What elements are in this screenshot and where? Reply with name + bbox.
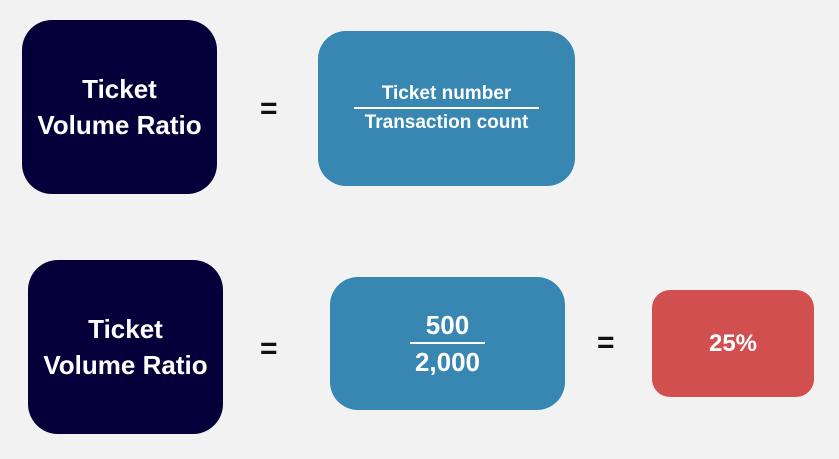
ticket-volume-ratio-box-example: Ticket Volume Ratio [28,260,223,434]
formula-numerator: Ticket number [353,83,540,109]
formula-fraction-box: Ticket number Transaction count [318,31,575,186]
formula-fraction: Ticket number Transaction count [353,83,540,134]
example-fraction: 500 2,000 [409,310,486,377]
equals-sign-example-1: = [260,332,278,365]
ticket-volume-ratio-box-formula: Ticket Volume Ratio [22,20,217,194]
equals-sign-example-2: = [597,326,615,359]
example-numerator: 500 [409,310,486,344]
formula-denominator: Transaction count [364,112,529,133]
ticket-volume-ratio-label: Ticket Volume Ratio [43,314,208,380]
equals-sign-formula: = [260,92,278,125]
example-fraction-box: 500 2,000 [330,277,565,410]
result-box: 25% [652,290,814,397]
example-denominator: 2,000 [414,347,481,377]
ticket-volume-ratio-label: Ticket Volume Ratio [37,74,202,140]
result-value: 25% [708,329,758,357]
